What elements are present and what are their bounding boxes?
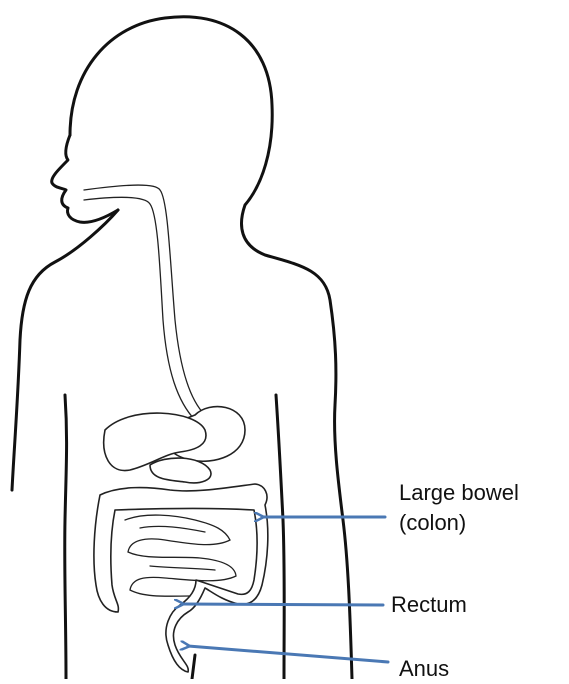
right-arm-line — [276, 395, 284, 679]
label-anus: Anus — [399, 656, 449, 682]
label-colon: (colon) — [399, 510, 466, 536]
label-rectum: Rectum — [391, 592, 467, 618]
label-large-bowel: Large bowel — [399, 480, 519, 506]
large-bowel-colon — [94, 484, 268, 672]
leg-line — [192, 655, 195, 679]
face-profile — [52, 135, 118, 222]
left-arm-line — [65, 395, 67, 679]
esophagus-inner — [84, 197, 195, 420]
arrow-rectum — [182, 604, 383, 605]
small-bowel-inner — [140, 526, 215, 570]
arrow-anus — [188, 646, 388, 662]
